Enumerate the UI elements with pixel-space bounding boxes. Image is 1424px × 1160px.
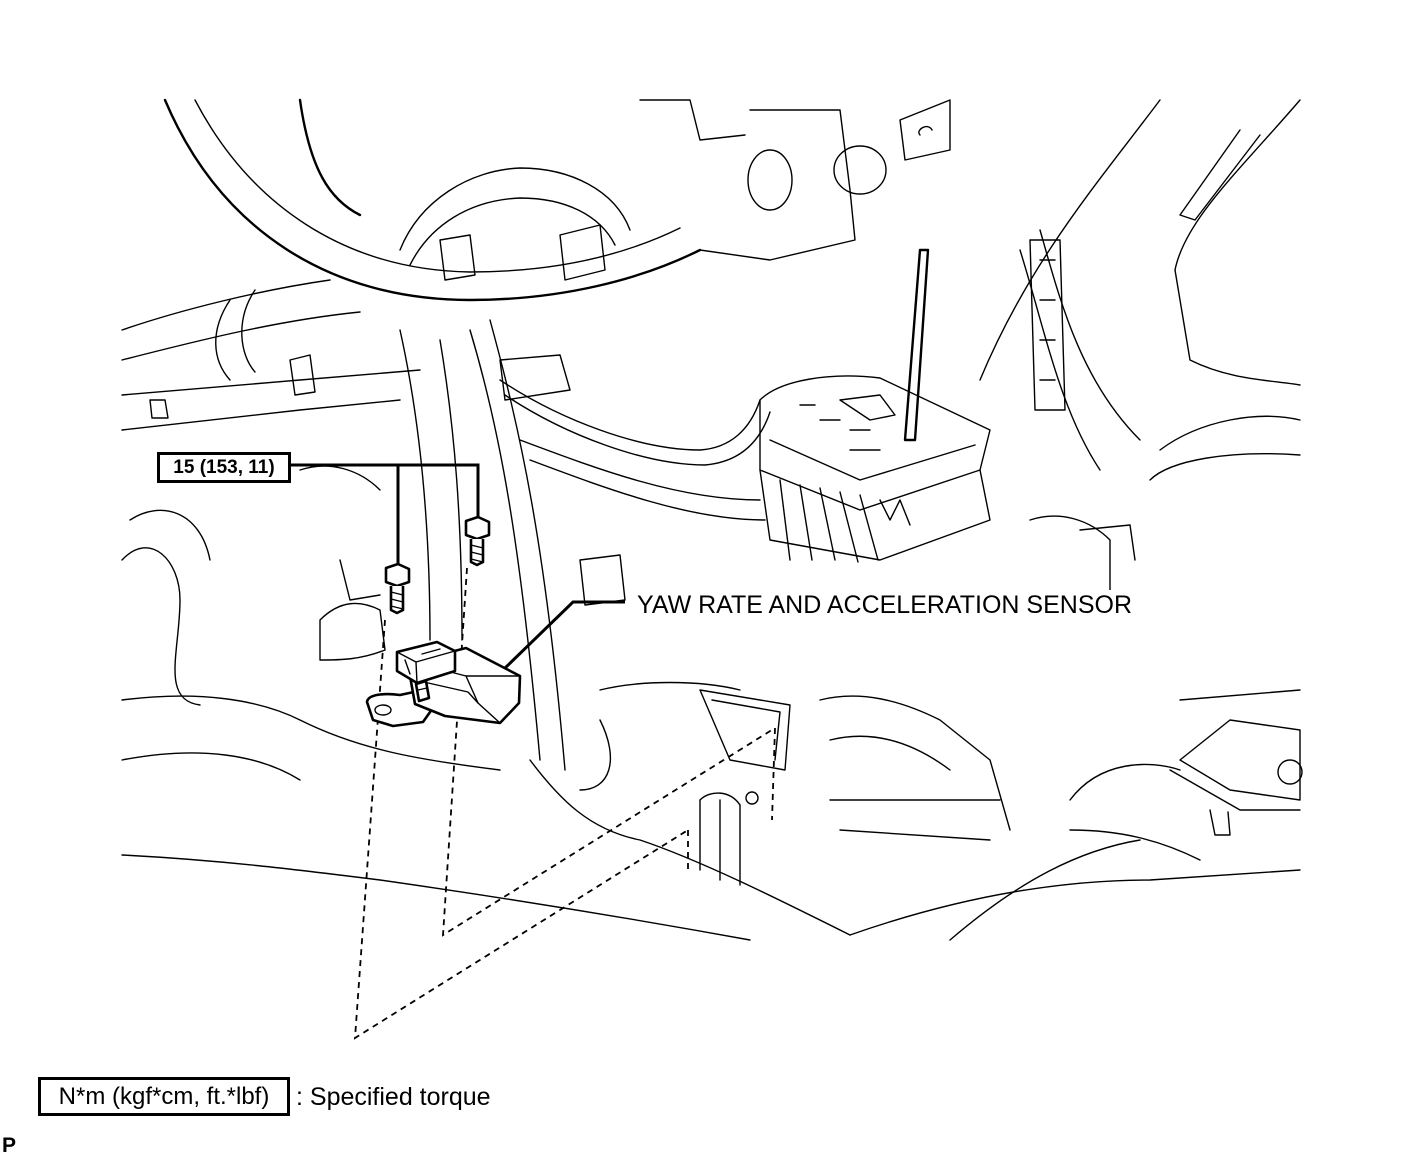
bolt-icon [466, 517, 489, 565]
yaw-rate-sensor-icon [367, 642, 520, 726]
torque-legend-description: : Specified torque [296, 1083, 491, 1111]
bolt-icon [386, 564, 409, 613]
torque-leader-lines [291, 465, 478, 566]
corner-mark: P [2, 1134, 17, 1157]
torque-unit-legend-box: N*m (kgf*cm, ft.*lbf) [38, 1077, 290, 1116]
torque-spec-callout: 15 (153, 11) [157, 452, 291, 483]
sensor-leader-line [503, 602, 625, 670]
sensor-part-label: YAW RATE AND ACCELERATION SENSOR [633, 590, 1136, 620]
background-linework [122, 100, 1302, 940]
installation-guide-lines [355, 568, 775, 1038]
